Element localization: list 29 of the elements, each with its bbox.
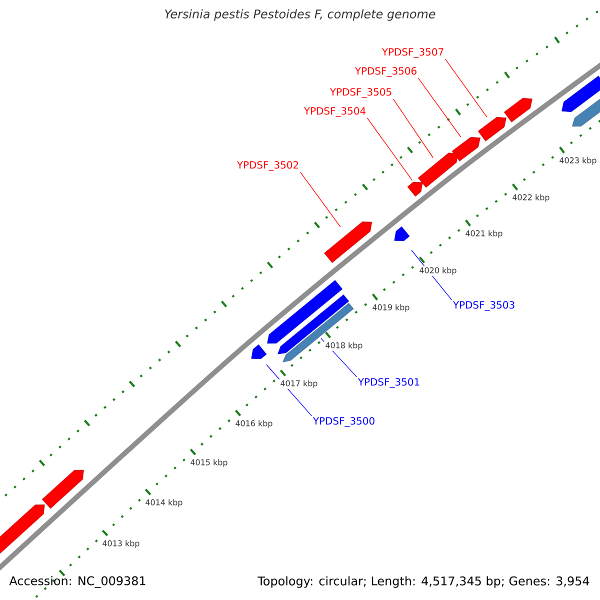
gene-label: YPDSF_3506 [354,67,416,77]
gene-block [324,222,372,263]
leader-line [444,58,488,118]
title: Yersinia pestis Pestoides F, complete genome [164,9,436,21]
gene-block [42,470,84,509]
gene-block [394,226,410,241]
gene-label: YPDSF_3504 [304,107,366,117]
gene-label: YPDSF_3503 [452,301,514,311]
gene-block [267,280,343,344]
gene-label: YPDSF_3505 [330,88,392,98]
gene-block [407,182,423,197]
gene-block [504,98,532,122]
gene-block [418,152,458,188]
gene-label: YPDSF_3502 [236,161,298,171]
gene-block [452,136,480,162]
genome-info-text: Topology: circular; Length: 4,517,345 bp; Genes: 3,954 [258,576,590,588]
gene-block [562,76,600,112]
accession-text: Accession: NC_009381 [9,576,146,588]
gene-label: YPDSF_3500 [312,417,374,427]
gene-label: YPDSF_3501 [358,378,420,388]
leader-line [366,118,413,181]
leader-line [418,78,462,138]
gene-block [251,344,267,359]
gene-block [278,294,350,354]
gene-label: YPDSF_3507 [382,48,444,58]
leader-line [392,98,434,158]
gene-block [0,504,45,554]
gene-block [478,116,506,142]
leader-line [300,172,341,228]
